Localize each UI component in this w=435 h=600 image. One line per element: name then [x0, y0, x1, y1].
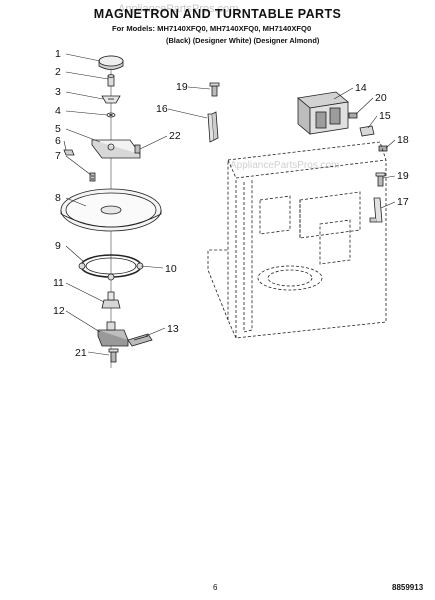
model-list: For Models: MH7140XFQ0, MH7140XFQ0, MH71… — [112, 24, 312, 33]
part-bracket-16 — [207, 111, 219, 143]
color-list: (Black) (Designer White) (Designer Almon… — [166, 36, 320, 45]
part-screw-19-right — [375, 172, 386, 187]
part-coupler — [101, 95, 121, 104]
callout-11: 11 — [53, 277, 64, 289]
watermark-text: AppliancePartsPros.com — [118, 3, 239, 15]
callout-7: 7 — [55, 150, 61, 162]
part-turntable-tray — [60, 188, 162, 232]
page-title: MAGNETRON AND TURNTABLE PARTS — [93, 7, 342, 21]
part-screw-22 — [134, 144, 141, 154]
microwave-cavity-outline — [207, 141, 387, 339]
callout-5: 5 — [55, 123, 61, 135]
part-connector — [127, 333, 153, 347]
part-screw-7 — [89, 172, 96, 182]
callout-22: 22 — [169, 130, 181, 142]
callout-2: 2 — [55, 66, 61, 78]
callout-19-right: 19 — [397, 170, 409, 182]
callout-1: 1 — [55, 48, 61, 60]
callout-15: 15 — [379, 110, 391, 122]
callout-8: 8 — [55, 192, 61, 204]
callout-9: 9 — [55, 240, 61, 252]
part-washer — [106, 112, 116, 118]
part-shaft — [107, 74, 115, 87]
callout-13: 13 — [167, 323, 179, 335]
callout-20: 20 — [375, 92, 387, 104]
callout-3: 3 — [55, 86, 61, 98]
callout-18: 18 — [397, 134, 409, 146]
watermark-text-overlay: AppliancePartsPros.com — [230, 160, 340, 171]
callout-17: 17 — [397, 196, 409, 208]
page-number: 6 — [213, 583, 218, 592]
callout-14: 14 — [355, 82, 367, 94]
part-turntable-motor — [97, 321, 129, 347]
callout-4: 4 — [55, 105, 61, 117]
part-screw-21 — [108, 348, 119, 363]
callout-labels: 1 2 3 4 5 6 7 8 9 10 11 12 13 14 15 16 1… — [53, 48, 409, 359]
part-screw-19-upper — [209, 82, 220, 97]
part-drive-shaft — [101, 291, 121, 309]
callout-leader-lines — [63, 53, 396, 356]
part-knob — [98, 55, 124, 70]
document-number: 8859913 — [392, 583, 424, 592]
callout-10: 10 — [165, 263, 177, 275]
part-magnetron — [297, 91, 349, 135]
callout-6: 6 — [55, 135, 61, 147]
part-bracket-17 — [369, 197, 383, 223]
part-bracket-plate — [91, 139, 141, 159]
part-clip — [63, 149, 75, 156]
callout-12: 12 — [53, 305, 65, 317]
callout-16: 16 — [156, 103, 168, 115]
part-clip-15 — [359, 125, 375, 137]
callout-21: 21 — [75, 347, 87, 359]
callout-19-upper: 19 — [176, 81, 188, 93]
part-screw-20 — [348, 112, 358, 119]
